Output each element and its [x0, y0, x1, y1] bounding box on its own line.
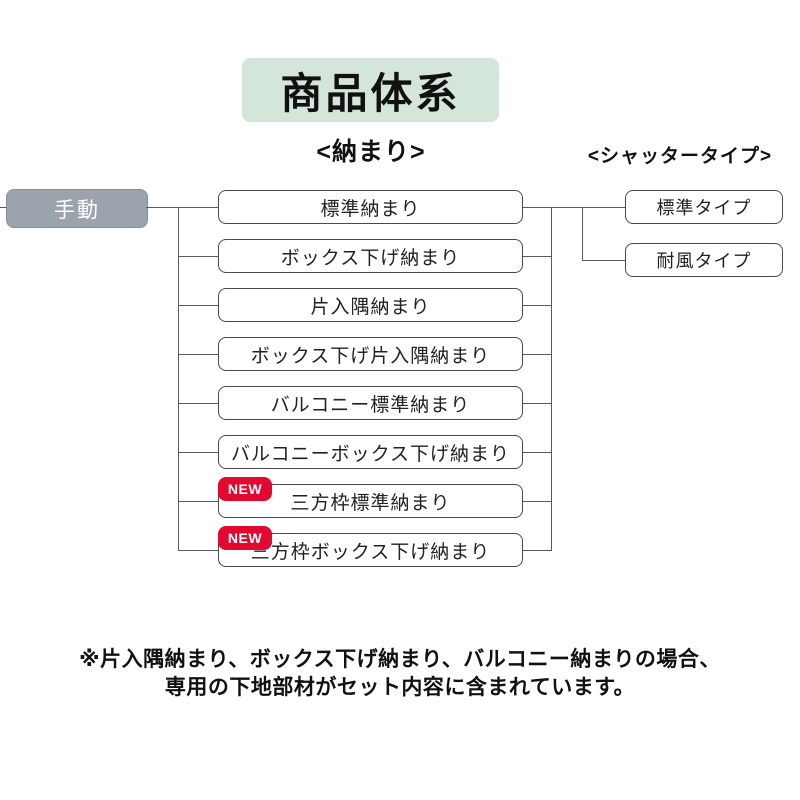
connector-line: [146, 207, 218, 208]
page-title-text: 商品体系: [280, 69, 461, 117]
osamari-node-label: バルコニー標準納まり: [270, 394, 471, 416]
connector-trunk-shutter: [582, 207, 583, 260]
osamari-node-box-sage-kataerisumi: ボックス下げ片入隅納まり: [218, 337, 523, 371]
footer-note-line1: ※片入隅納まり、ボックス下げ納まり、バルコニー納まりの場合、: [79, 648, 721, 671]
connector-line: [582, 260, 625, 261]
connector-line: [523, 305, 551, 306]
connector-line: [523, 256, 551, 257]
connector-line: [179, 354, 218, 355]
osamari-node-label: ボックス下げ片入隅納まり: [250, 345, 491, 367]
connector-line: [179, 403, 218, 404]
connector-line: [523, 403, 551, 404]
connector-line: [523, 207, 551, 208]
shutter-type-node-windproof: 耐風タイプ: [625, 243, 783, 277]
footer-note: ※片入隅納まり、ボックス下げ納まり、バルコニー納まりの場合、 専用の下地部材がセ…: [0, 646, 800, 701]
connector-line: [179, 256, 218, 257]
shutter-type-label: 標準タイプ: [656, 198, 752, 218]
connector-line: [523, 501, 551, 502]
connector-trunk-right: [551, 207, 552, 551]
osamari-node-label: 三方枠ボックス下げ納まり: [250, 541, 491, 563]
connector-line: [179, 305, 218, 306]
osamari-node-label: 片入隅納まり: [310, 296, 431, 318]
osamari-node-label: ボックス下げ納まり: [280, 247, 461, 269]
connector-line: [523, 550, 551, 551]
manual-node: 手動: [6, 189, 148, 228]
osamari-node-balcony-standard: バルコニー標準納まり: [218, 386, 523, 420]
connector-line: [551, 207, 625, 208]
connector-line: [523, 354, 551, 355]
osamari-node-sanpowaku-standard: NEW 三方枠標準納まり: [218, 477, 523, 518]
connector-line: [523, 452, 551, 453]
osamari-node-label: 三方枠標準納まり: [290, 492, 451, 514]
shutter-type-node-standard: 標準タイプ: [625, 190, 783, 224]
osamari-node-kataerisumi: 片入隅納まり: [218, 288, 523, 322]
osamari-node-sanpowaku-box-sage: NEW 三方枠ボックス下げ納まり: [218, 526, 523, 567]
connector-line: [0, 207, 6, 208]
osamari-node-box-sage: ボックス下げ納まり: [218, 239, 523, 273]
shutter-type-label: 耐風タイプ: [656, 251, 752, 271]
new-badge: NEW: [218, 526, 272, 550]
osamari-node-label: バルコニーボックス下げ納まり: [230, 443, 511, 465]
connector-trunk-left: [178, 207, 179, 551]
footer-note-line2: 専用の下地部材がセット内容に含まれています。: [164, 675, 636, 699]
osamari-node-balcony-box-sage: バルコニーボックス下げ納まり: [218, 435, 523, 469]
page-title: 商品体系: [242, 58, 499, 122]
new-badge: NEW: [218, 477, 272, 501]
connector-line: [179, 501, 218, 502]
osamari-node-standard: 標準納まり: [218, 190, 523, 224]
column-header-shutter-type: <シャッタータイプ>: [587, 146, 773, 167]
connector-line: [179, 452, 218, 453]
osamari-node-label: 標準納まり: [320, 198, 421, 220]
connector-line: [179, 550, 218, 551]
column-header-osamari: <納まり>: [316, 138, 426, 166]
